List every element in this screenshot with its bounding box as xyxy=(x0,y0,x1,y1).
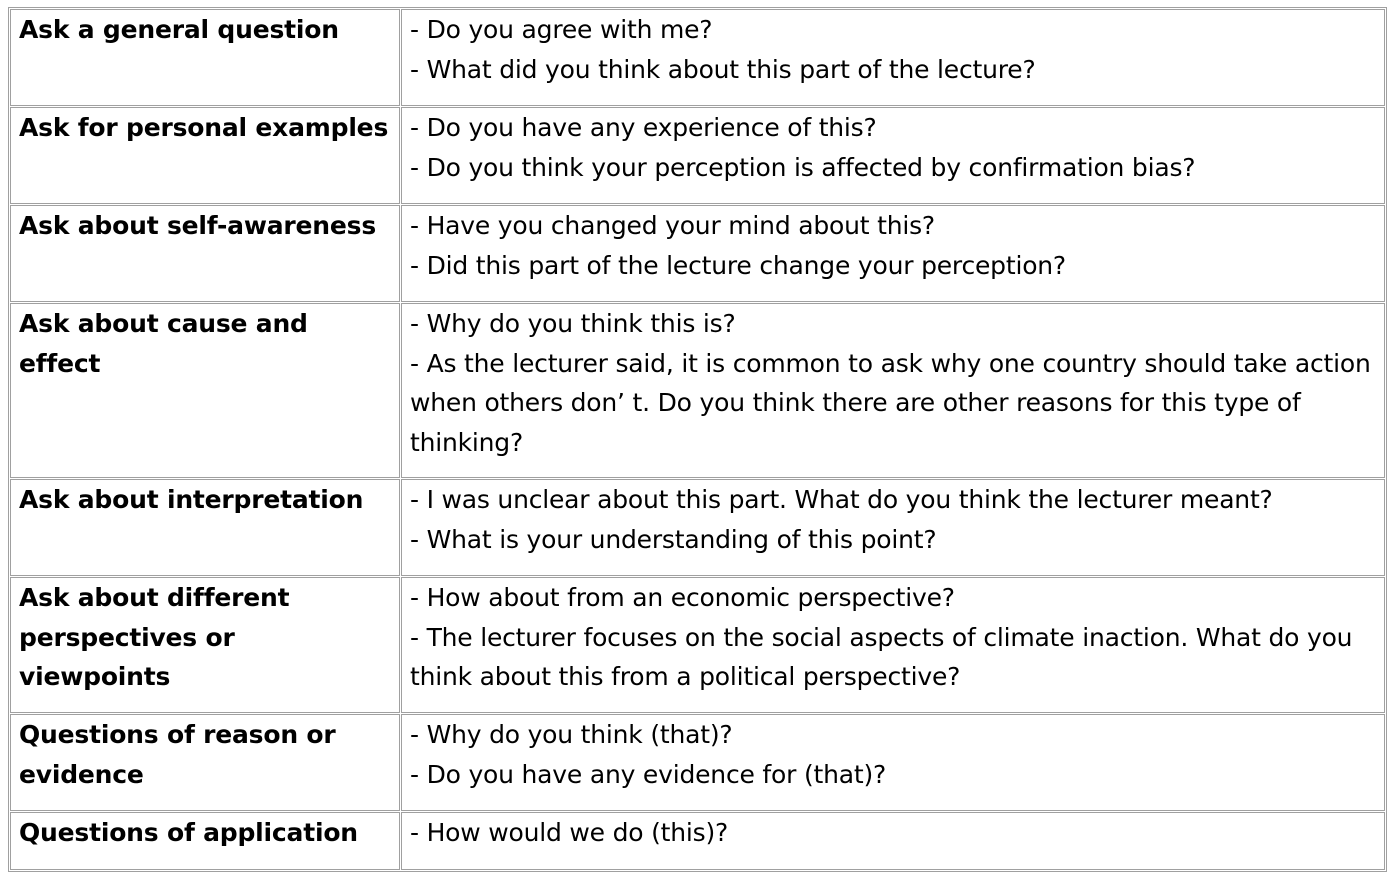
question-type-label: Questions of application xyxy=(10,812,400,870)
question-type-label: Ask about different perspectives or view… xyxy=(10,577,400,713)
question-type-label: Ask about interpretation xyxy=(10,479,400,576)
question-types-table: Ask a general question - Do you agree wi… xyxy=(8,7,1387,872)
question-type-label: Questions of reason or evidence xyxy=(10,714,400,811)
example-question: - Did this part of the lecture change yo… xyxy=(410,250,1066,280)
example-question: - Do you agree with me? xyxy=(410,15,713,44)
example-question: - Why do you think this is? xyxy=(410,309,736,338)
example-question: - Do you have any evidence for (that)? xyxy=(410,759,887,789)
example-question: - What is your understanding of this poi… xyxy=(410,524,937,554)
example-questions-cell: - I was unclear about this part. What do… xyxy=(401,479,1385,576)
example-question: - How about from an economic perspective… xyxy=(410,583,955,612)
table-row: Ask about cause and effect - Why do you … xyxy=(10,303,1385,478)
question-type-label: Ask about cause and effect xyxy=(10,303,400,478)
example-questions-cell: - Do you have any experience of this? - … xyxy=(401,107,1385,204)
question-type-label: Ask about self-awareness xyxy=(10,205,400,302)
table-row: Ask about interpretation - I was unclear… xyxy=(10,479,1385,576)
example-questions-cell: - Do you agree with me? - What did you t… xyxy=(401,9,1385,106)
example-question: - How would we do (this)? xyxy=(410,818,729,847)
question-type-label: Ask for personal examples xyxy=(10,107,400,204)
table-row: Ask about self-awareness - Have you chan… xyxy=(10,205,1385,302)
example-questions-cell: - Why do you think this is? - As the lec… xyxy=(401,303,1385,478)
example-question: - Why do you think (that)? xyxy=(410,720,733,749)
example-questions-cell: - How would we do (this)? xyxy=(401,812,1385,870)
example-question: - Do you think your perception is affect… xyxy=(410,152,1196,182)
question-type-label: Ask a general question xyxy=(10,9,400,106)
example-question: - I was unclear about this part. What do… xyxy=(410,485,1273,514)
table-row: Questions of application - How would we … xyxy=(10,812,1385,870)
table-row: Questions of reason or evidence - Why do… xyxy=(10,714,1385,811)
question-types-table-container: Ask a general question - Do you agree wi… xyxy=(8,7,1387,872)
example-question: - What did you think about this part of … xyxy=(410,54,1036,84)
example-question: - Have you changed your mind about this? xyxy=(410,211,935,240)
example-questions-cell: - Have you changed your mind about this?… xyxy=(401,205,1385,302)
table-row: Ask for personal examples - Do you have … xyxy=(10,107,1385,204)
table-row: Ask about different perspectives or view… xyxy=(10,577,1385,713)
example-questions-cell: - How about from an economic perspective… xyxy=(401,577,1385,713)
table-row: Ask a general question - Do you agree wi… xyxy=(10,9,1385,106)
example-questions-cell: - Why do you think (that)? - Do you have… xyxy=(401,714,1385,811)
example-question: - Do you have any experience of this? xyxy=(410,113,877,142)
example-question: - The lecturer focuses on the social asp… xyxy=(410,622,1361,692)
example-question: - As the lecturer said, it is common to … xyxy=(410,348,1379,457)
